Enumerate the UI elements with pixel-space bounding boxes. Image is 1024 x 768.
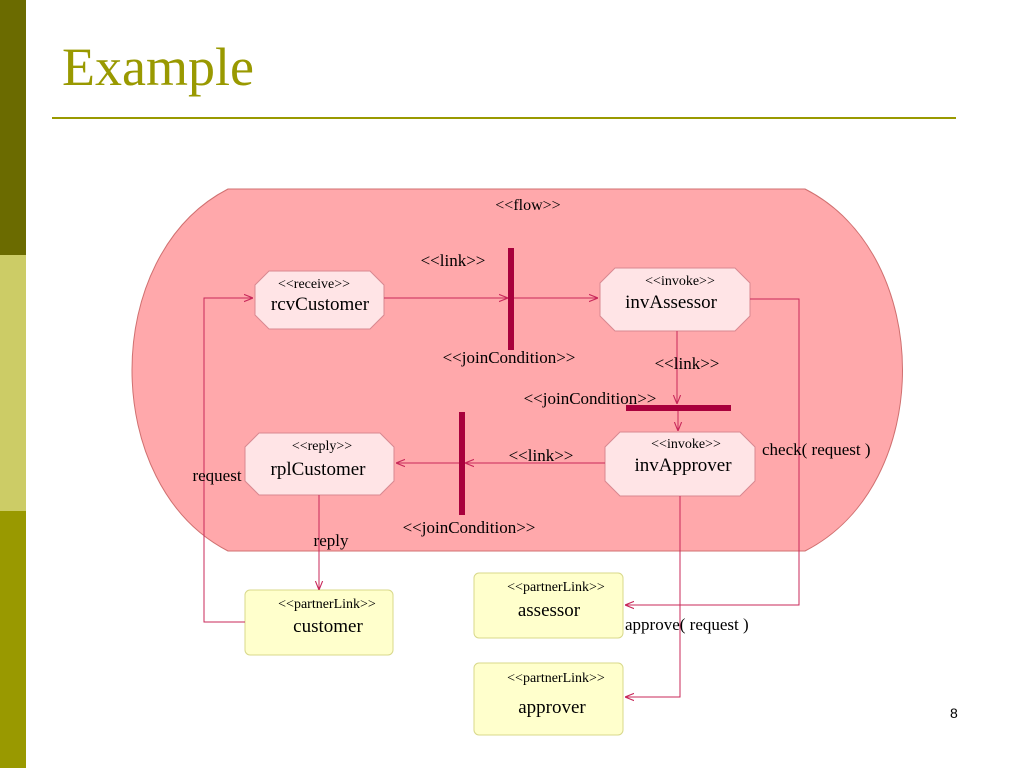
join-condition-label-3: <<joinCondition>> [403,518,536,537]
activity-name: rplCustomer [271,459,367,480]
msg-check-arrow [625,298,800,605]
activity-name: rcvCustomer [271,294,370,315]
activity-rpl-customer[interactable]: <<reply>> rplCustomer [244,432,395,496]
title-underline [52,117,956,119]
partner-stereotype: <<partnerLink>> [278,597,376,612]
partner-stereotype: <<partnerLink>> [507,580,605,595]
activity-inv-assessor-shape [599,267,751,332]
page-number: 8 [950,705,958,721]
join-bar-2 [626,405,731,411]
link-label-1: <<link>> [421,251,486,270]
join-bar-1 [508,248,514,350]
join-condition-label-2: <<joinCondition>> [524,389,657,408]
flow-label: <<flow>> [495,197,560,214]
activity-inv-approver-shape [604,431,756,497]
partner-customer[interactable]: <<partnerLink>> customer [244,589,394,656]
join-bar-3 [459,412,465,515]
flow-container [131,188,903,552]
sidebar-stripe-top [0,0,26,255]
slide-title: Example [62,37,254,97]
activity-inv-approver[interactable]: <<invoke>> invApprover [604,431,756,497]
partner-approver-shape [473,662,624,736]
activity-stereotype: <<invoke>> [651,437,721,452]
msg-approve-arrow [625,496,681,697]
link-label-2: <<link>> [655,354,720,373]
activity-stereotype: <<invoke>> [645,274,715,289]
partner-name: assessor [518,600,581,621]
partner-assessor-shape [473,572,624,639]
activity-stereotype: <<reply>> [292,439,352,454]
activity-rpl-customer-shape [244,432,395,496]
activity-name: invApprover [634,455,732,476]
partner-name: approver [518,697,586,718]
join-condition-label-1: <<joinCondition>> [443,348,576,367]
msg-check-label: check( request ) [762,440,871,459]
partner-approver[interactable]: <<partnerLink>> approver [473,662,624,736]
activity-rcv-customer[interactable]: <<receive>> rcvCustomer [254,270,385,330]
msg-reply-label: reply [314,531,349,550]
activity-stereotype: <<receive>> [278,277,350,292]
activity-name: invAssessor [625,292,718,313]
link-label-3: <<link>> [509,446,574,465]
activity-inv-assessor[interactable]: <<invoke>> invAssessor [599,267,751,332]
activity-rcv-customer-shape [254,270,385,330]
sidebar-stripe-middle [0,255,26,511]
partner-assessor[interactable]: <<partnerLink>> assessor [473,572,624,639]
partner-stereotype: <<partnerLink>> [507,671,605,686]
msg-request-arrow [203,298,253,623]
sidebar-stripe-bottom [0,511,26,768]
partner-name: customer [293,616,363,637]
msg-request-label: request [192,466,241,485]
msg-approve-label: approve( request ) [625,615,749,634]
